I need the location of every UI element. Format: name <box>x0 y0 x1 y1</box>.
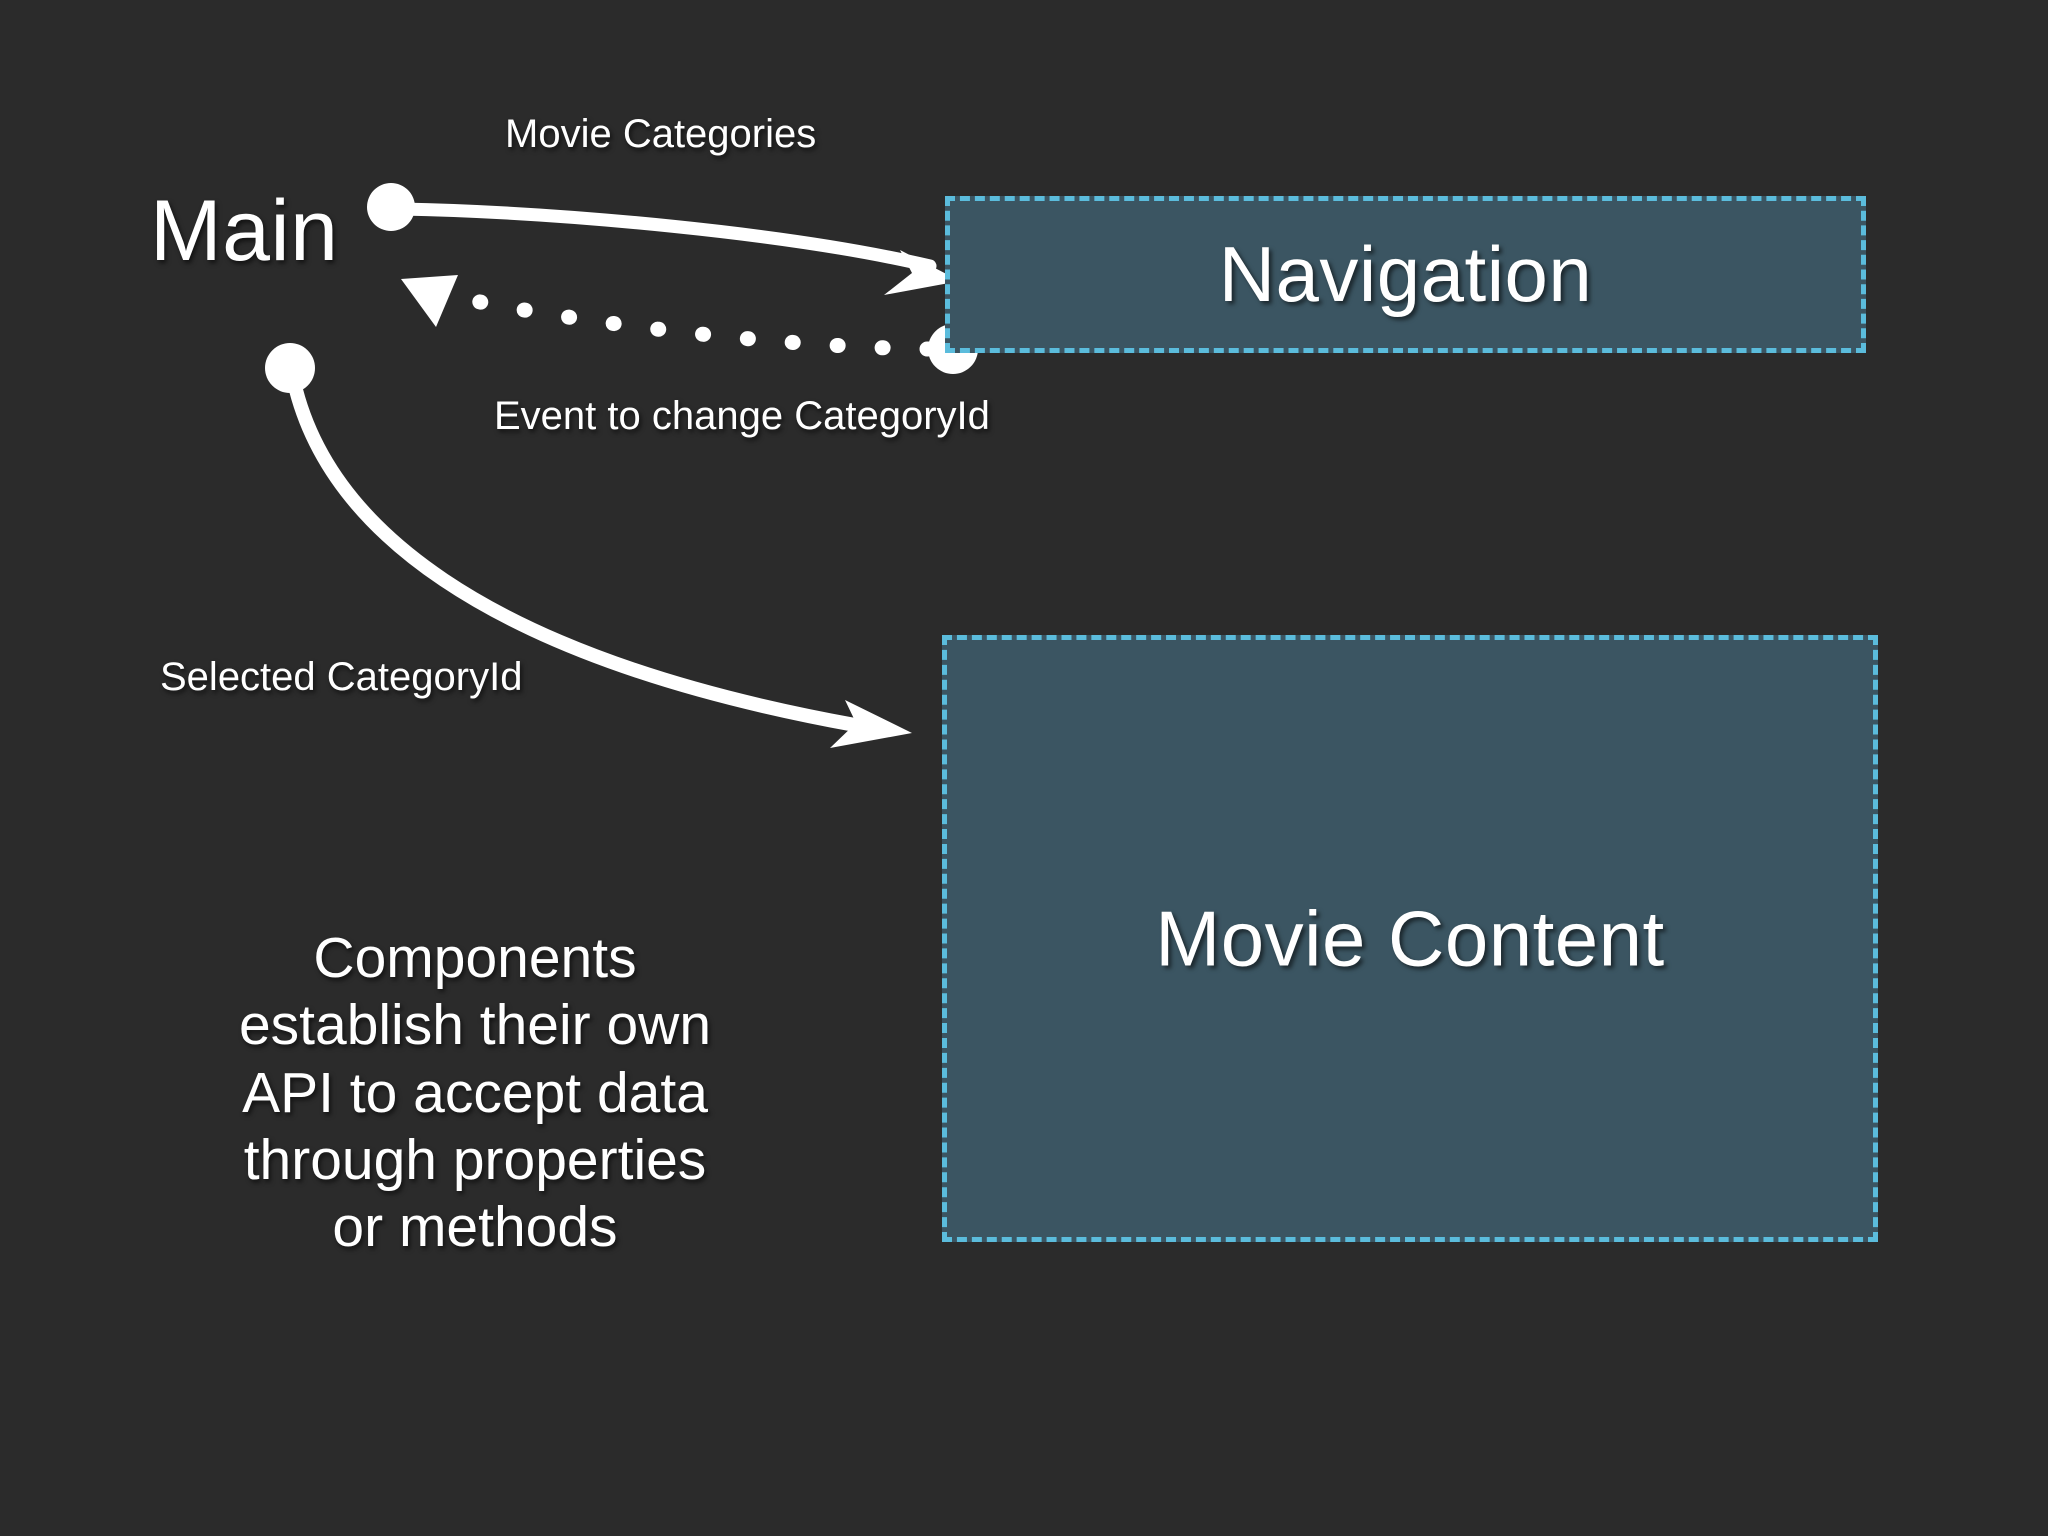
connector-main-to-movie-content <box>265 343 912 748</box>
connector-label-selected-categoryid: Selected CategoryId <box>160 655 523 699</box>
arrowhead-main-to-navigation <box>884 250 960 295</box>
node-navigation-box[interactable]: Navigation <box>945 196 1866 353</box>
node-movie-content-box[interactable]: Movie Content <box>942 635 1878 1242</box>
connector-main-to-navigation <box>367 183 960 295</box>
note-block: Components establish their own API to ac… <box>170 925 780 1261</box>
node-main-label: Main <box>150 183 339 279</box>
connector-dotted-line-navigation-to-main <box>462 292 936 357</box>
connector-start-dot-main-to-movie-content <box>265 343 315 393</box>
arrowhead-navigation-to-main <box>401 275 458 327</box>
connector-start-dot-main-to-navigation <box>367 183 415 231</box>
connector-label-event-to-change-categoryid: Event to change CategoryId <box>494 394 990 438</box>
note-line: or methods <box>332 1195 618 1259</box>
arrowhead-main-to-movie-content <box>830 700 912 748</box>
note-line: Components <box>313 926 637 990</box>
note-line: API to accept data <box>242 1060 708 1125</box>
connector-line-main-to-movie-content <box>289 383 862 732</box>
note-line: establish their own <box>238 993 712 1058</box>
node-navigation-label: Navigation <box>1218 230 1593 318</box>
connector-label-movie-categories: Movie Categories <box>505 112 817 156</box>
node-movie-content-label: Movie Content <box>1155 894 1665 982</box>
note-line: through properties <box>243 1127 707 1192</box>
connector-line-main-to-navigation <box>393 202 937 273</box>
